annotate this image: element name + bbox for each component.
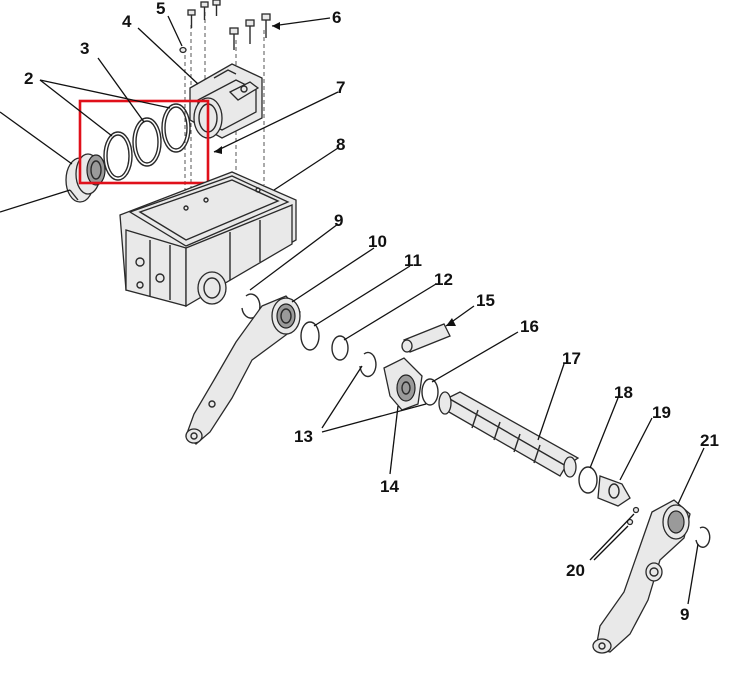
callout-label: 19 [652,403,671,422]
plate-19 [597,475,631,507]
lift-arm-right [592,499,691,654]
seal-hub-part [65,153,106,203]
callout-label: 15 [476,291,495,310]
ring-16 [421,378,439,406]
arrowheads [214,22,456,326]
callout-label: 14 [380,477,399,496]
bolt [200,1,209,20]
callout-label: 16 [520,317,539,336]
bolts-group [187,0,271,50]
callout-label: 6 [332,8,341,27]
callout-label: 11 [404,251,422,270]
callout-label: 17 [562,349,581,368]
ring-18 [578,466,598,494]
callout-label: 13 [294,427,313,446]
assembly-guide-lines [184,12,265,215]
callout-label: 8 [336,135,345,154]
pin-15 [401,323,451,353]
lift-arm-left [185,295,301,445]
cross-shaft [438,391,580,478]
callout-label: 20 [566,561,585,580]
callout-label: 21 [700,431,719,450]
leader-lines [0,15,705,605]
callout-label: 9 [680,605,689,624]
lever-part [383,357,423,411]
callout-label: 12 [434,270,453,289]
bolt [245,19,255,44]
o-rings-group [103,103,191,181]
callout-label: 2 [24,69,33,88]
main-housing [119,171,297,308]
bolt [212,0,221,16]
bolt [229,27,239,50]
callout-label: 4 [122,12,132,31]
bolt [261,13,271,38]
callout-label: 18 [614,383,633,402]
shaft-rings-group [300,321,377,378]
screws-20 [626,506,640,526]
callout-labels: 2 3 4 5 6 7 8 9 10 11 12 15 16 17 18 19 … [24,0,719,624]
circlip-lower [695,526,711,548]
bolt [187,9,196,28]
callout-label: 10 [368,232,387,251]
pin-part [179,46,187,54]
callout-label: 5 [156,0,165,18]
callout-label: 9 [334,211,343,230]
callout-label: 3 [80,39,89,58]
callout-label: 7 [336,78,345,97]
highlight-box [78,99,210,185]
